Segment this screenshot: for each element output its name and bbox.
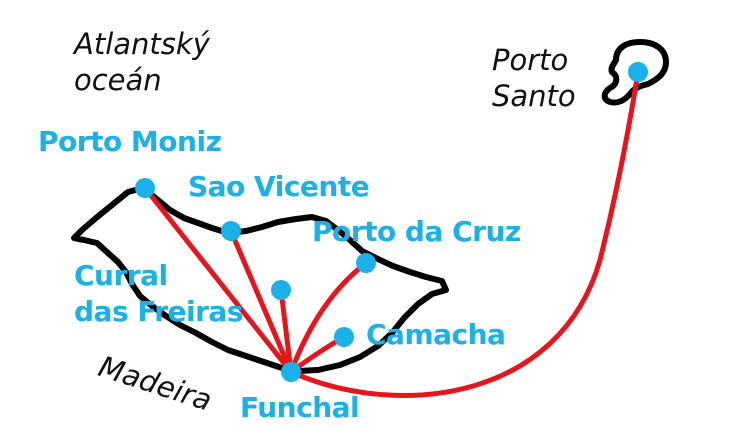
route-funchal-curral-das-freiras bbox=[278, 287, 294, 375]
town-label-camacha: Camacha bbox=[366, 318, 506, 351]
town-marker-sao-vicente bbox=[221, 221, 241, 241]
town-marker-porto-moniz bbox=[135, 178, 155, 198]
porto-santo-label-line1: Porto bbox=[492, 43, 569, 77]
town-marker-curral-das-freiras bbox=[271, 280, 291, 300]
ocean-label-line2: oceán bbox=[74, 63, 162, 97]
town-label-sao-vicente: Sao Vicente bbox=[188, 170, 370, 203]
route-funchal-porto-santo bbox=[288, 69, 641, 398]
town-label-curral-line2: das Freiras bbox=[74, 295, 243, 328]
porto-santo-coastline bbox=[601, 39, 669, 106]
route-funchal-porto-da-cruz bbox=[288, 260, 369, 375]
town-marker-funchal bbox=[281, 362, 301, 382]
town-label-funchal: Funchal bbox=[240, 391, 360, 424]
town-marker-camacha bbox=[334, 327, 354, 347]
town-label-porto-da-cruz: Porto da Cruz bbox=[312, 215, 521, 248]
town-marker-porto-da-cruz bbox=[356, 253, 376, 273]
town-label-curral-line1: Curral bbox=[74, 259, 168, 292]
route-funchal-porto-moniz bbox=[142, 185, 294, 375]
town-label-porto-moniz: Porto Moniz bbox=[38, 125, 222, 158]
town-marker-porto-santo bbox=[628, 62, 648, 82]
porto-santo-label-line2: Santo bbox=[492, 79, 576, 113]
ocean-label-line1: Atlantský bbox=[74, 27, 210, 61]
town-markers bbox=[135, 62, 648, 382]
madeira-coastline bbox=[71, 185, 449, 374]
route-funchal-sao-vicente bbox=[228, 228, 294, 375]
